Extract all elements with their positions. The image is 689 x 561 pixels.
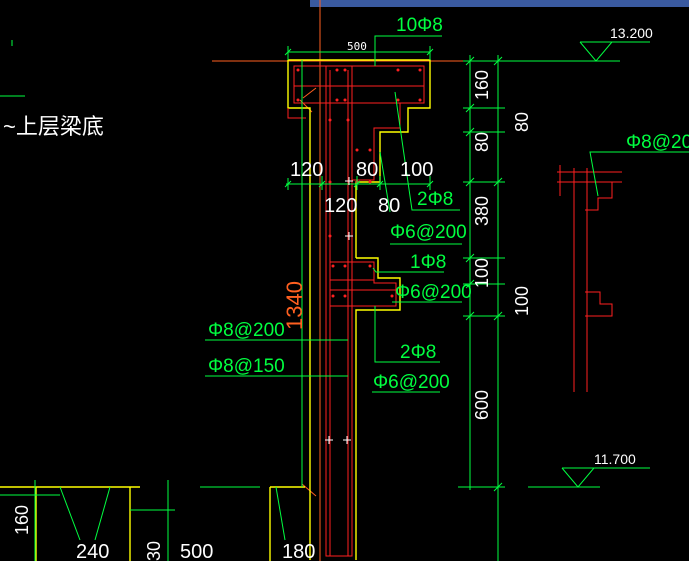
window-titlebar-strip [310, 0, 689, 7]
right-rebar-label: Φ8@200 [626, 132, 689, 153]
bottom-dim-500: 500 [180, 541, 213, 561]
dim-120-b: 120 [324, 195, 357, 217]
stirrup-label-lower: Φ6@200 [373, 372, 450, 393]
bottom-dim-30: 30 [144, 541, 164, 561]
rebar-2phi8-upper: 2Φ8 [417, 189, 453, 210]
rebar-cage [287, 65, 622, 557]
bottom-dim-180: 180 [282, 541, 315, 561]
vdim-160: 160 [472, 70, 492, 100]
vdim-100-right: 100 [512, 286, 532, 316]
stirrup-label-upper: Φ6@200 [390, 222, 467, 243]
bottom-dim-160: 160 [12, 505, 32, 535]
rebar-1phi8: 1Φ8 [410, 252, 446, 273]
vdim-100-left: 100 [472, 258, 492, 288]
wall-rebar-200: Φ8@200 [208, 320, 285, 341]
vdim-80-left: 80 [472, 132, 492, 152]
stirrup-label-middle: Φ6@200 [395, 282, 472, 303]
elevation-top: 13.200 [610, 25, 653, 41]
dim-120-a: 120 [290, 159, 323, 181]
dim-80-b: 80 [378, 195, 400, 217]
vdim-80-right: 80 [512, 112, 532, 132]
vdim-380: 380 [472, 196, 492, 226]
dim-80-a: 80 [356, 159, 378, 181]
wall-rebar-150: Φ8@150 [208, 356, 285, 377]
vdim-600: 600 [472, 390, 492, 420]
height-1340: 1340 [282, 281, 307, 330]
dim-100: 100 [400, 159, 433, 181]
top-rebar-label: 10Φ8 [396, 15, 443, 36]
grid-markers [325, 177, 353, 444]
dimension-lines [0, 35, 689, 561]
bottom-dim-240: 240 [76, 541, 109, 561]
upper-beam-label: ~上层梁底 [3, 114, 104, 139]
elevation-bottom: 11.700 [594, 451, 636, 467]
top-width-dim: 500 [347, 40, 367, 53]
rebar-2phi8-lower: 2Φ8 [400, 342, 436, 363]
